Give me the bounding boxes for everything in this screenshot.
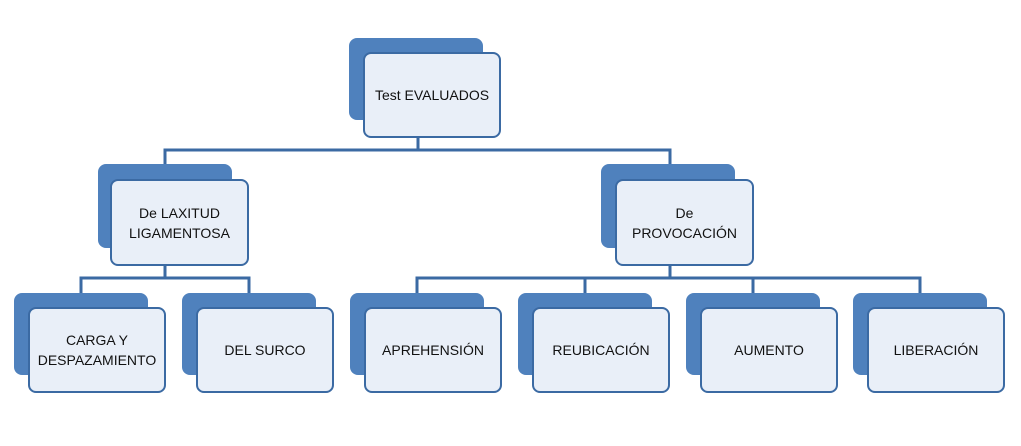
node-label: REUBICACIÓN bbox=[552, 342, 650, 358]
node-reubicacion: REUBICACIÓN bbox=[518, 293, 670, 393]
node-label: AUMENTO bbox=[734, 342, 804, 358]
node-label: Test EVALUADOS bbox=[374, 87, 490, 103]
node-de-laxitud-ligamentosa: De LAXITUD LIGAMENTOSA bbox=[98, 164, 249, 266]
node-aprehension: APREHENSIÓN bbox=[350, 293, 502, 393]
node-label: LIBERACIÓN bbox=[893, 342, 979, 358]
node-label: APREHENSIÓN bbox=[382, 342, 484, 358]
node-aumento: AUMENTO bbox=[686, 293, 838, 393]
node-label: CARGA Y DESPAZAMIENTO bbox=[37, 332, 157, 368]
node-label: DEL SURCO bbox=[224, 342, 306, 358]
node-label: De PROVOCACIÓN bbox=[631, 204, 737, 241]
node-test-evaluados: Test EVALUADOS bbox=[349, 38, 501, 138]
node-liberacion: LIBERACIÓN bbox=[853, 293, 1005, 393]
node-label: De LAXITUD LIGAMENTOSA bbox=[129, 204, 230, 241]
node-del-surco: DEL SURCO bbox=[182, 293, 334, 393]
node-de-provocacion: De PROVOCACIÓN bbox=[601, 164, 754, 266]
node-carga-y-desplazamiento: CARGA Y DESPAZAMIENTO bbox=[14, 293, 166, 393]
